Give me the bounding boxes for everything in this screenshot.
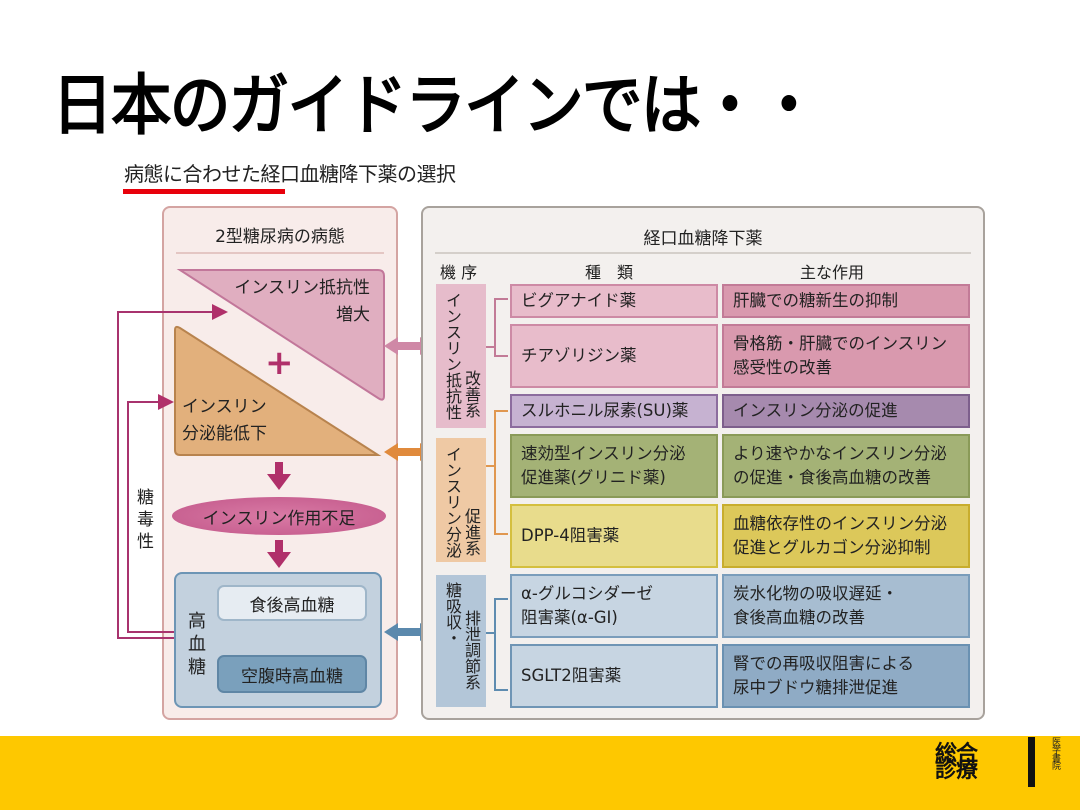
column-header-type: 種 類 — [585, 263, 634, 282]
mechanism-secretion — [436, 438, 486, 562]
slide-title: 日本のガイドラインでは・・ — [52, 67, 819, 144]
mechanism-resistance-main: インスリン抵抗性 — [443, 292, 462, 420]
logo-divider — [1028, 737, 1035, 787]
action-cell-glinide: より速やかなインスリン分泌 の促進・食後高血糖の改善 — [722, 434, 970, 498]
type-cell-glinide: 速効型インスリン分泌 促進薬(グリニド薬) — [510, 434, 718, 498]
hyperglycemia-label: 高血糖 — [188, 611, 206, 678]
drugs-heading: 経口血糖降下薬 — [643, 229, 763, 249]
arrow-to-resistance — [212, 304, 228, 320]
action-cell-sglt2: 腎での再吸収阻害による 尿中ブドウ糖排泄促進 — [722, 644, 970, 708]
action-cell-thiazolidine: 骨格筋・肝臓でのインスリン 感受性の改善 — [722, 324, 970, 388]
bracket-stem — [486, 465, 494, 467]
type-cell-thiazolidine: チアゾリジン薬 — [510, 324, 718, 388]
glucotoxicity-feedback-lines — [117, 311, 212, 639]
subtitle-underline — [123, 189, 285, 194]
bracket-stem — [486, 632, 494, 634]
cell-text: 炭水化物の吸収遅延・ 食後高血糖の改善 — [733, 584, 898, 627]
mechanism-secretion-sub: 促進系 — [462, 508, 481, 556]
mechanism-resistance — [436, 284, 486, 428]
mechanism-absorption-sub: 排泄調節系 — [462, 610, 481, 690]
secretion-decline-triangle — [174, 325, 382, 456]
divider — [435, 252, 971, 254]
publisher-name: 医学書院 — [1052, 738, 1062, 772]
bracket-tick — [494, 533, 508, 535]
cell-text: より速やかなインスリン分泌 の促進・食後高血糖の改善 — [733, 444, 947, 487]
bracket-resistance — [494, 298, 496, 356]
bracket-tick — [494, 355, 508, 357]
insulin-resistance-triangle — [176, 269, 385, 401]
subtitle: 病態に合わせた経口血糖降下薬の選択 — [124, 162, 456, 186]
type-cell-dpp4: DPP-4阻害薬 — [510, 504, 718, 568]
mechanism-resistance-sub: 改善系 — [462, 370, 481, 418]
arrow-to-secretion — [158, 394, 174, 410]
type-cell-biguanide: ビグアナイド薬 — [510, 284, 718, 318]
type-cell-sglt2: SGLT2阻害薬 — [510, 644, 718, 708]
cell-text: 速効型インスリン分泌 促進薬(グリニド薬) — [521, 444, 686, 487]
footer-bar — [0, 736, 1080, 810]
cell-text: 骨格筋・肝臓でのインスリン 感受性の改善 — [733, 334, 948, 377]
divider — [176, 252, 384, 254]
bracket-tick — [494, 598, 508, 600]
mechanism-absorption-main: 糖吸収・ — [443, 582, 462, 646]
plus-sign: + — [265, 343, 294, 383]
secretion-decline-label: インスリン 分泌能低下 — [182, 397, 267, 444]
bracket-secretion — [494, 410, 496, 534]
fasting-box: 空腹時高血糖 — [217, 655, 367, 693]
bracket-tick — [494, 689, 508, 691]
down-arrow-2 — [267, 540, 291, 568]
action-cell-su: インスリン分泌の促進 — [722, 394, 970, 428]
glucotoxicity-label: 糖毒性 — [137, 488, 154, 552]
column-header-mechanism: 機 序 — [440, 263, 478, 282]
action-cell-dpp4: 血糖依存性のインスリン分泌 促進とグルカゴン分泌抑制 — [722, 504, 970, 568]
type-cell-su: スルホニル尿素(SU)薬 — [510, 394, 718, 428]
cell-text: 腎での再吸収阻害による 尿中ブドウ糖排泄促進 — [733, 654, 915, 697]
bracket-tick — [494, 298, 508, 300]
bracket-tick — [494, 410, 508, 412]
bracket-stem — [486, 346, 494, 348]
cell-text: 血糖依存性のインスリン分泌 促進とグルカゴン分泌抑制 — [733, 514, 948, 557]
down-arrow-1 — [267, 462, 291, 490]
bracket-absorption — [494, 598, 496, 690]
insulin-deficiency-ellipse: インスリン作用不足 — [172, 497, 386, 535]
action-cell-agi: 炭水化物の吸収遅延・ 食後高血糖の改善 — [722, 574, 970, 638]
publisher-logo: 総合診療 — [935, 742, 978, 783]
column-header-action: 主な作用 — [800, 263, 865, 282]
postprandial-box: 食後高血糖 — [217, 585, 367, 621]
cell-text: α-グルコシダーゼ 阻害薬(α-GI) — [521, 584, 654, 627]
pathology-heading: 2型糖尿病の病態 — [215, 227, 345, 247]
mechanism-secretion-main: インスリン分泌 — [443, 446, 462, 558]
mechanism-absorption — [436, 575, 486, 707]
insulin-resistance-label: インスリン抵抗性 増大 — [234, 278, 370, 325]
action-cell-biguanide: 肝臓での糖新生の抑制 — [722, 284, 970, 318]
type-cell-agi: α-グルコシダーゼ 阻害薬(α-GI) — [510, 574, 718, 638]
